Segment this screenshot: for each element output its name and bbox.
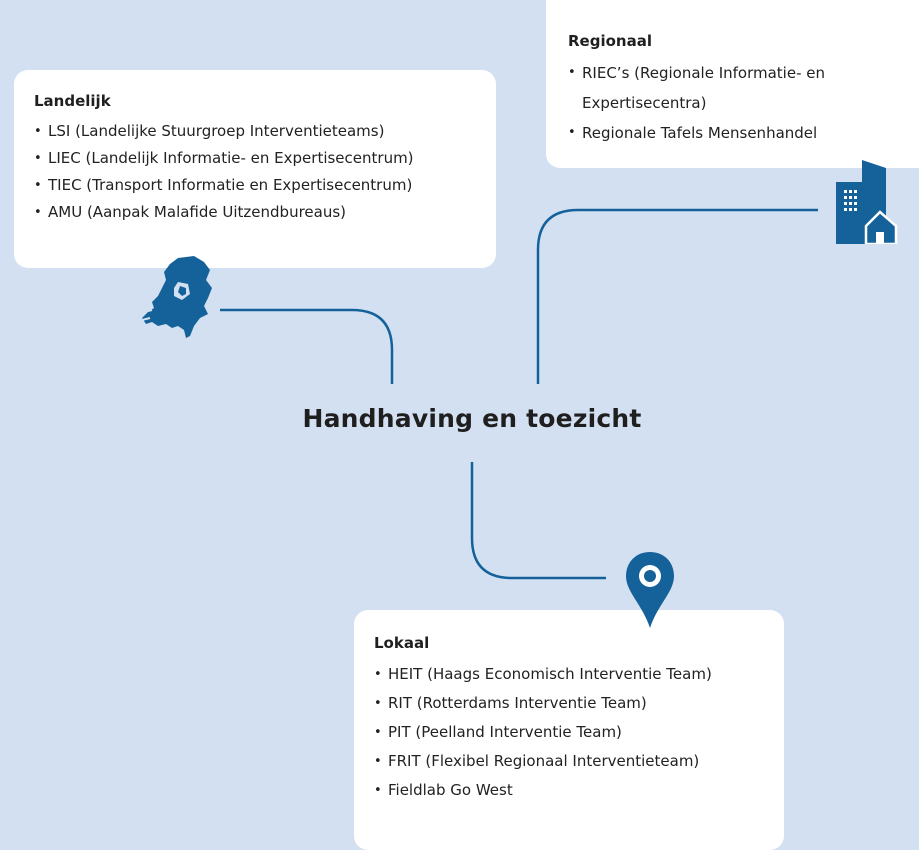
lokaal-list: HEIT (Haags Economisch Interventie Team)… bbox=[374, 660, 764, 805]
landelijk-list: LSI (Landelijke Stuurgroep Interventiete… bbox=[34, 118, 476, 226]
connector-lokaal bbox=[470, 462, 606, 580]
connector-regionaal bbox=[536, 208, 818, 384]
netherlands-map-icon bbox=[141, 256, 212, 338]
connector-landelijk bbox=[220, 308, 394, 384]
list-item: TIEC (Transport Informatie en Expertisec… bbox=[34, 172, 476, 199]
list-item: AMU (Aanpak Malafide Uitzendbureaus) bbox=[34, 199, 476, 226]
list-item: LIEC (Landelijk Informatie- en Expertise… bbox=[34, 145, 476, 172]
lokaal-card: Lokaal HEIT (Haags Economisch Interventi… bbox=[354, 610, 784, 850]
regionaal-title: Regionaal bbox=[568, 32, 652, 50]
landelijk-card: Landelijk LSI (Landelijke Stuurgroep Int… bbox=[14, 70, 496, 268]
center-title: Handhaving en toezicht bbox=[302, 404, 642, 433]
regionaal-card: Regionaal RIEC’s (Regionale Informatie- … bbox=[546, 0, 919, 168]
list-item: PIT (Peelland Interventie Team) bbox=[374, 718, 764, 747]
list-item: Fieldlab Go West bbox=[374, 776, 764, 805]
buildings-icon bbox=[836, 160, 898, 244]
lokaal-title: Lokaal bbox=[374, 634, 430, 652]
connector-lines bbox=[220, 208, 818, 580]
landelijk-title: Landelijk bbox=[34, 92, 111, 110]
list-item: RIT (Rotterdams Interventie Team) bbox=[374, 689, 764, 718]
list-item: Regionale Tafels Mensenhandel bbox=[568, 118, 916, 148]
list-item: HEIT (Haags Economisch Interventie Team) bbox=[374, 660, 764, 689]
regionaal-list: RIEC’s (Regionale Informatie- en Experti… bbox=[568, 58, 916, 148]
list-item: FRIT (Flexibel Regionaal Interventieteam… bbox=[374, 747, 764, 776]
list-item: LSI (Landelijke Stuurgroep Interventiete… bbox=[34, 118, 476, 145]
location-pin-icon bbox=[626, 552, 674, 628]
list-item: RIEC’s (Regionale Informatie- en Experti… bbox=[568, 58, 916, 118]
